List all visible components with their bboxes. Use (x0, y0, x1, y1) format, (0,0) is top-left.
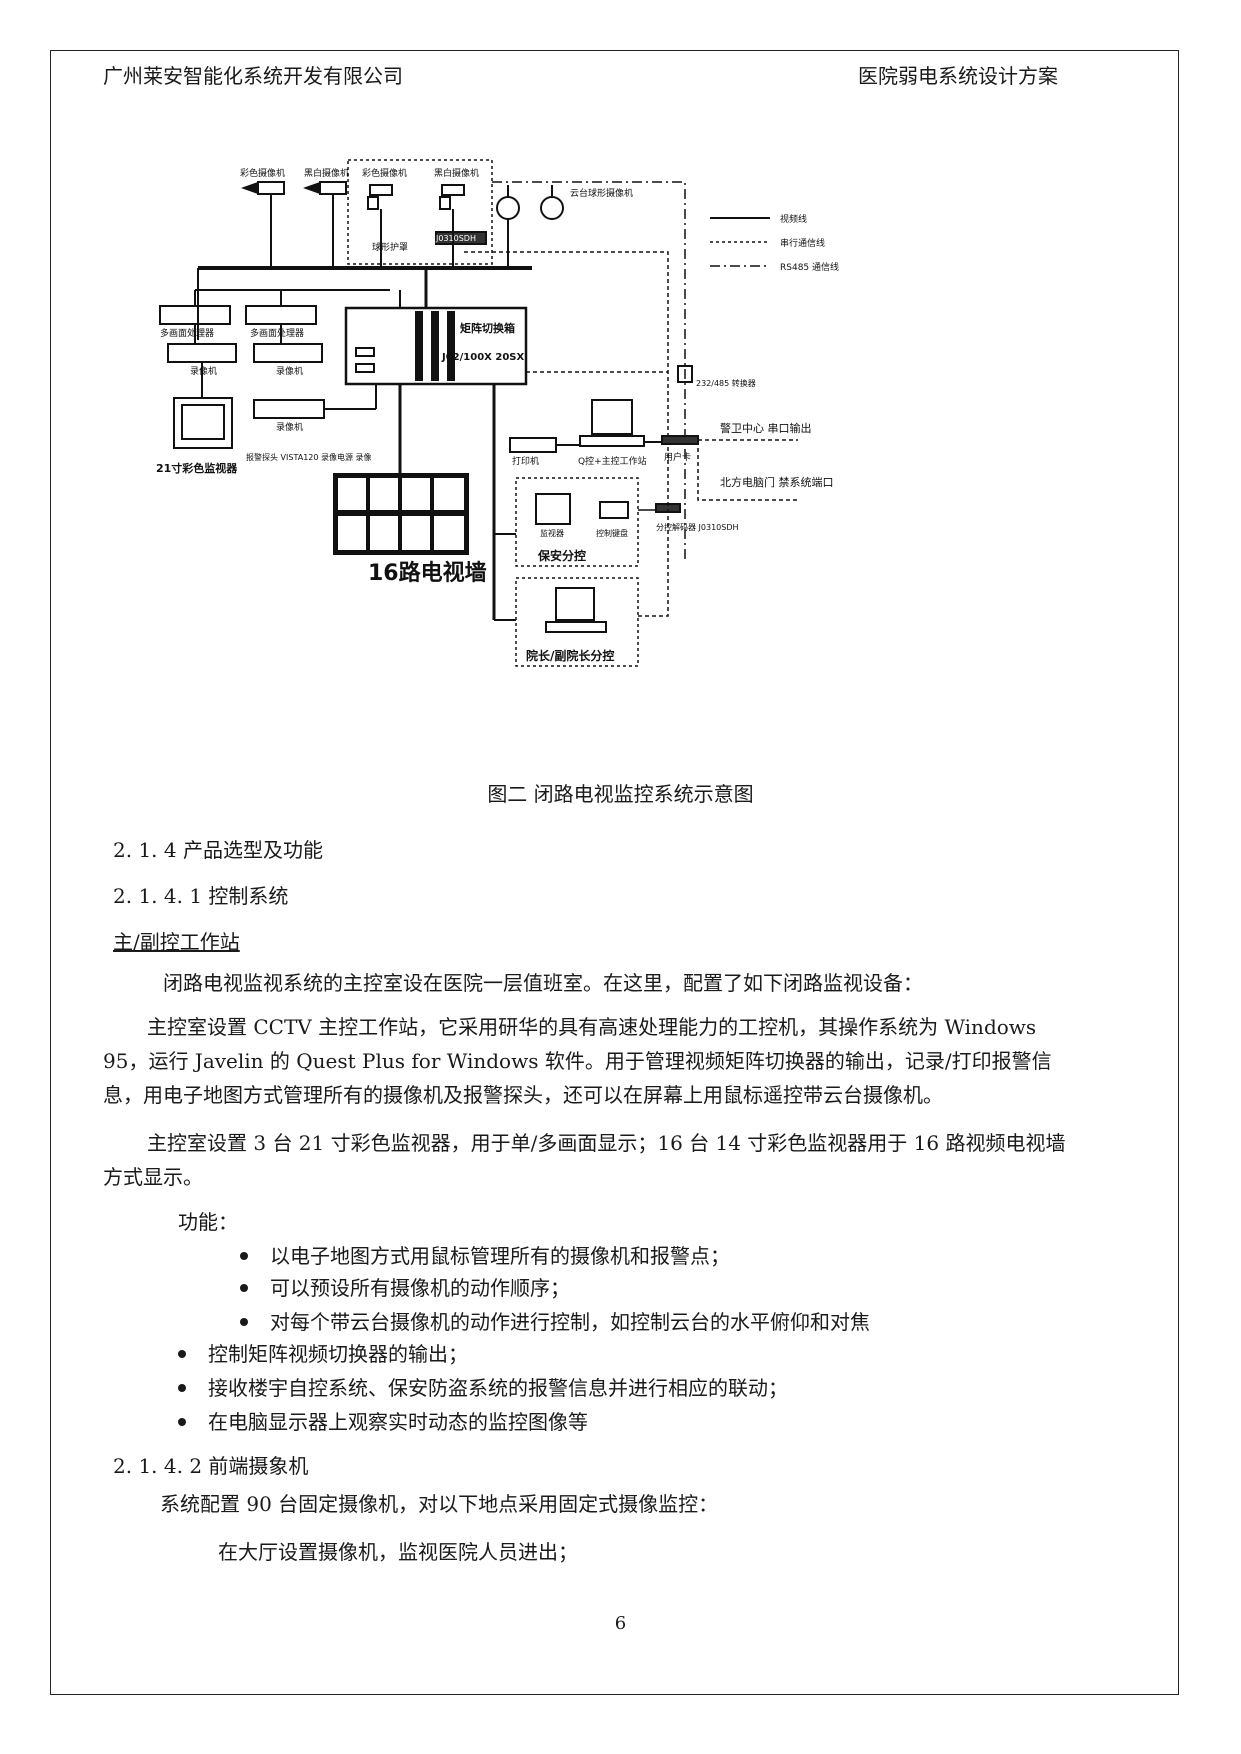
bullet-dot-icon (178, 1349, 186, 1358)
label-cam2: 黑白摄像机 (304, 167, 349, 179)
label-cam4: 黑白摄像机 (434, 167, 479, 179)
ptz-dome-1-icon (496, 196, 520, 220)
bullet-item: 以电子地图方式用鼠标管理所有的摄像机和报警点； (240, 1240, 730, 1269)
bullet-item: 在电脑显示器上观察实时动态的监控图像等 (178, 1406, 588, 1435)
cctv-system-diagram: 彩色摄像机 黑白摄像机 彩色摄像机 黑白摄像机 云台球形摄像机 球形护罩 J03… (156, 159, 839, 667)
label-ptz-cam: 云台球形摄像机 (570, 187, 633, 199)
paragraph-5: 在大厅设置摄像机，监视医院人员进出； (218, 1540, 578, 1564)
matrix-switcher (344, 306, 528, 386)
vcr-2 (253, 343, 323, 363)
bullet-item: 控制矩阵视频切换器的输出； (178, 1338, 468, 1367)
label-guard-center: 警卫中心 串口输出 (720, 421, 812, 435)
label-cam3: 彩色摄像机 (362, 167, 407, 179)
label-cam1: 彩色摄像机 (240, 167, 285, 179)
bullet-dot-icon (240, 1251, 248, 1260)
header-doc-title: 医院弱电系统设计方案 (858, 64, 1058, 88)
bullet-dot-icon (240, 1283, 248, 1292)
bullet-item: 可以预设所有摄像机的动作顺序； (240, 1272, 570, 1301)
paragraph-2: 主控室设置 CCTV 主控工作站，它采用研华的具有高速处理能力的工控机，其操作系… (103, 1015, 1052, 1107)
section-2-1-4: 2. 1. 4 产品选型及功能 (113, 838, 323, 862)
label-monitor-21: 21寸彩色监视器 (156, 461, 238, 475)
printer-icon (509, 437, 557, 453)
workstation-icon (591, 399, 633, 435)
label-decoder: J0310SDH (435, 234, 476, 243)
bullet-dot-icon (178, 1383, 186, 1392)
label-alarm-in: 报警探头 VISTA120 录像电源 录像 (246, 452, 372, 462)
multiplexer-2 (245, 305, 317, 325)
page-border (50, 50, 1179, 1695)
camera-2-icon (319, 181, 347, 195)
ptz-dome-2-icon (540, 196, 564, 220)
bullet-dot-icon (178, 1417, 186, 1426)
bullet-dot-icon (240, 1317, 248, 1326)
label-user-port: 用户卡 (664, 451, 691, 463)
sub-heading-workstation: 主/副控工作站 (113, 930, 240, 954)
label-converter: 232/485 转换器 (696, 378, 756, 388)
label-dome-group: 球形护罩 (372, 241, 408, 253)
legend-rs485: RS485 通信线 (780, 261, 839, 273)
label-director-sub: 院长/副院长分控 (526, 648, 614, 663)
label-monitor-s: 监视器 (540, 528, 564, 538)
camera-1-icon (257, 181, 285, 195)
label-matrix-model: J02/100X 20SX (441, 352, 524, 363)
figure-caption: 图二 闭路电视监控系统示意图 (487, 782, 754, 806)
page-number: 6 (614, 1613, 627, 1634)
bullet-item: 接收楼宇自控系统、保安防盗系统的报警信息并进行相应的联动； (178, 1372, 788, 1401)
label-security-sub: 保安分控 (537, 548, 586, 563)
paragraph-1: 闭路电视监视系统的主控室设在医院一层值班室。在这里，配置了如下闭路监视设备： (163, 971, 923, 995)
label-vcr-1: 录像机 (190, 365, 217, 377)
label-vcr-3: 录像机 (276, 421, 303, 433)
director-sub-box (515, 577, 639, 667)
section-2-1-4-1: 2. 1. 4. 1 控制系统 (113, 884, 289, 908)
paragraph-3: 主控室设置 3 台 21 寸彩色监视器，用于单/多画面显示；16 台 14 寸彩… (103, 1131, 1066, 1189)
label-north-door: 北方电脑门 禁系统端口 (720, 475, 834, 489)
label-tvwall: 16路电视墙 (368, 560, 487, 586)
security-sub-box (515, 477, 639, 567)
dome-group-box (347, 159, 493, 265)
label-multiplexer-2: 多画面处理器 (250, 327, 304, 339)
legend-video: 视频线 (780, 213, 807, 225)
paragraph-4: 系统配置 90 台固定摄像机，对以下地点采用固定式摄像监控： (160, 1492, 719, 1516)
label-vcr-2: 录像机 (276, 365, 303, 377)
bullet-item: 对每个带云台摄像机的动作进行控制，如控制云台的水平俯仰和对焦 (240, 1306, 870, 1335)
label-workstation: Q控+主控工作站 (578, 455, 647, 467)
label-matrix-title: 矩阵切换箱 (460, 321, 515, 335)
section-2-1-4-2: 2. 1. 4. 2 前端摄象机 (113, 1454, 309, 1478)
label-keyboard: 控制键盘 (596, 528, 628, 538)
label-multiplexer-1: 多画面处理器 (160, 327, 214, 339)
converter-icon (677, 365, 693, 383)
header-company: 广州莱安智能化系统开发有限公司 (103, 64, 403, 88)
label-decoder2: 分控解码器 J0310SDH (656, 522, 739, 532)
label-printer: 打印机 (512, 455, 539, 467)
vcr-3 (253, 399, 325, 419)
function-label: 功能： (178, 1210, 238, 1234)
legend-serial: 串行通信线 (780, 237, 825, 249)
